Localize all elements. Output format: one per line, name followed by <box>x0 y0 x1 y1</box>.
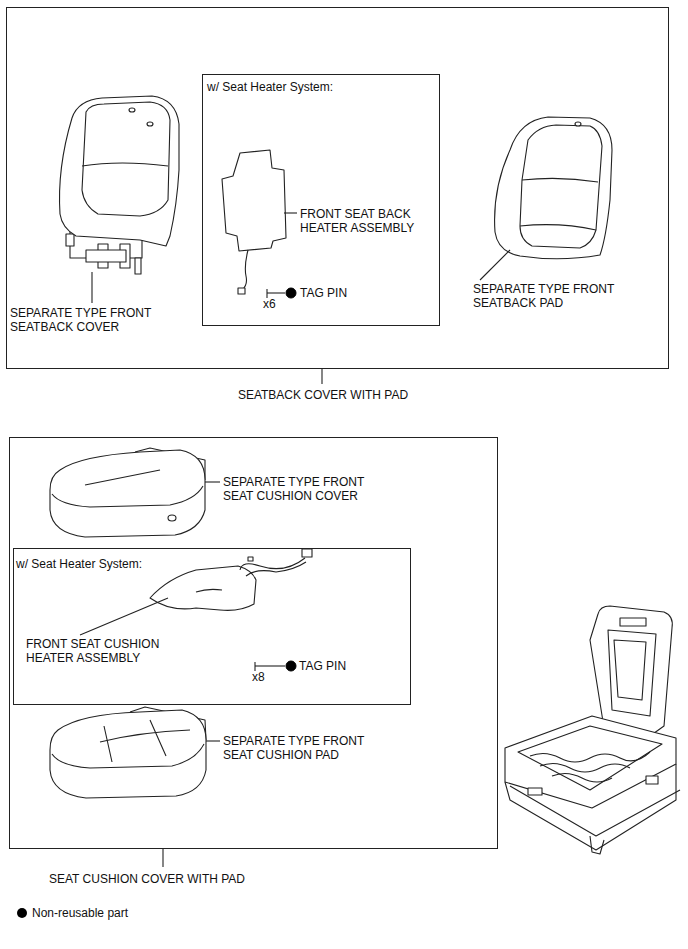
seat-cushion-heater <box>196 589 222 592</box>
leader-line <box>284 212 297 213</box>
seat-frame <box>518 726 662 790</box>
seatback-pad <box>522 178 598 182</box>
seat-cushion-pad <box>100 730 190 742</box>
part-label: SEPARATE TYPE FRONT SEATBACK PAD <box>473 282 638 310</box>
seat-cushion-cover <box>50 448 205 537</box>
seatback-heater <box>242 250 248 290</box>
seatback-cover <box>86 250 126 262</box>
seat-frame <box>608 630 656 716</box>
leader-line <box>80 213 510 741</box>
seatback-cover <box>147 122 153 126</box>
leader-line <box>91 272 92 303</box>
tag-pin-symbol <box>286 288 296 298</box>
legend-text: Non-reusable part <box>32 906 128 920</box>
group-heading: w/ Seat Heater System: <box>16 557 142 571</box>
seat-cushion-cover <box>52 486 203 507</box>
seat-frame <box>590 606 672 736</box>
seatback-cover <box>60 96 180 274</box>
seat-cushion-heater <box>150 566 256 610</box>
seatback-pad <box>575 122 581 126</box>
seat-cushion-pad <box>50 710 206 798</box>
seatback-pad <box>520 225 596 230</box>
seatback-cover <box>82 163 168 166</box>
part-label: FRONT SEAT BACK HEATER ASSEMBLY <box>300 207 435 235</box>
seat-cushion-heater <box>302 549 312 557</box>
seat-cushion-pad <box>104 720 166 762</box>
seat-frame <box>646 776 658 784</box>
seatback-cover <box>66 234 74 246</box>
seat-cushion-cover <box>50 450 205 537</box>
seat-frame <box>540 763 630 772</box>
seat-cushion-pad <box>50 707 206 798</box>
seat-cushion-pad <box>52 744 204 768</box>
tag-pin-symbol <box>267 292 285 293</box>
seat-cushion-heater <box>246 562 306 576</box>
legend-entry: Non-reusable part <box>16 906 128 920</box>
part-label: x6 <box>263 297 293 311</box>
part-label: SEPARATE TYPE FRONT SEATBACK COVER <box>10 306 175 334</box>
seat-cushion-heater <box>240 558 305 570</box>
group-heading: w/ Seat Heater System: <box>207 80 333 94</box>
part-label: TAG PIN <box>299 659 379 673</box>
seat-frame <box>552 773 612 782</box>
tag-pin-symbol <box>286 661 296 671</box>
seat-cushion-cover <box>85 470 160 485</box>
seatback-pad <box>495 117 612 259</box>
seatback-cover <box>129 108 135 112</box>
part-label: x8 <box>252 670 282 684</box>
non-reusable-dot <box>17 908 27 918</box>
seat-frame <box>505 716 676 808</box>
title-tick <box>321 369 322 384</box>
seatback-cover <box>135 258 141 274</box>
group-title: SEAT CUSHION COVER WITH PAD <box>49 872 245 886</box>
part-label: TAG PIN <box>300 286 380 300</box>
legend-sample <box>16 907 28 919</box>
leader-line <box>480 250 510 280</box>
seat-frame <box>590 836 604 854</box>
tag-pin-symbol <box>255 665 285 666</box>
leader-line <box>205 481 220 482</box>
part-label: SEPARATE TYPE FRONT SEAT CUSHION PAD <box>223 734 388 762</box>
seatback-cover <box>82 102 170 216</box>
seat-cushion-heater <box>150 549 312 610</box>
seatback-heater <box>222 150 286 294</box>
leader-line <box>206 740 220 741</box>
seatback-heater <box>238 288 245 294</box>
seat-cushion-cover <box>168 515 176 521</box>
part-label: SEPARATE TYPE FRONT SEAT CUSHION COVER <box>223 475 388 503</box>
group-title: SEATBACK COVER WITH PAD <box>238 388 408 402</box>
part-label: FRONT SEAT CUSHION HEATER ASSEMBLY <box>26 637 181 665</box>
seat-cushion-heater <box>248 557 253 561</box>
title-tick <box>162 848 163 867</box>
seat-frame <box>505 606 680 854</box>
seatback-pad <box>495 117 612 259</box>
option-group-box: w/ Seat Heater System: <box>13 548 411 705</box>
seat-frame <box>510 786 680 836</box>
seat-frame <box>528 788 542 795</box>
seatback-pad <box>520 125 602 248</box>
seat-frame <box>614 640 646 700</box>
seatback-heater <box>222 150 286 251</box>
leader-line <box>80 598 168 635</box>
seatback-cover <box>60 96 180 246</box>
seat-frame <box>530 752 650 762</box>
seat-frame <box>620 618 646 626</box>
